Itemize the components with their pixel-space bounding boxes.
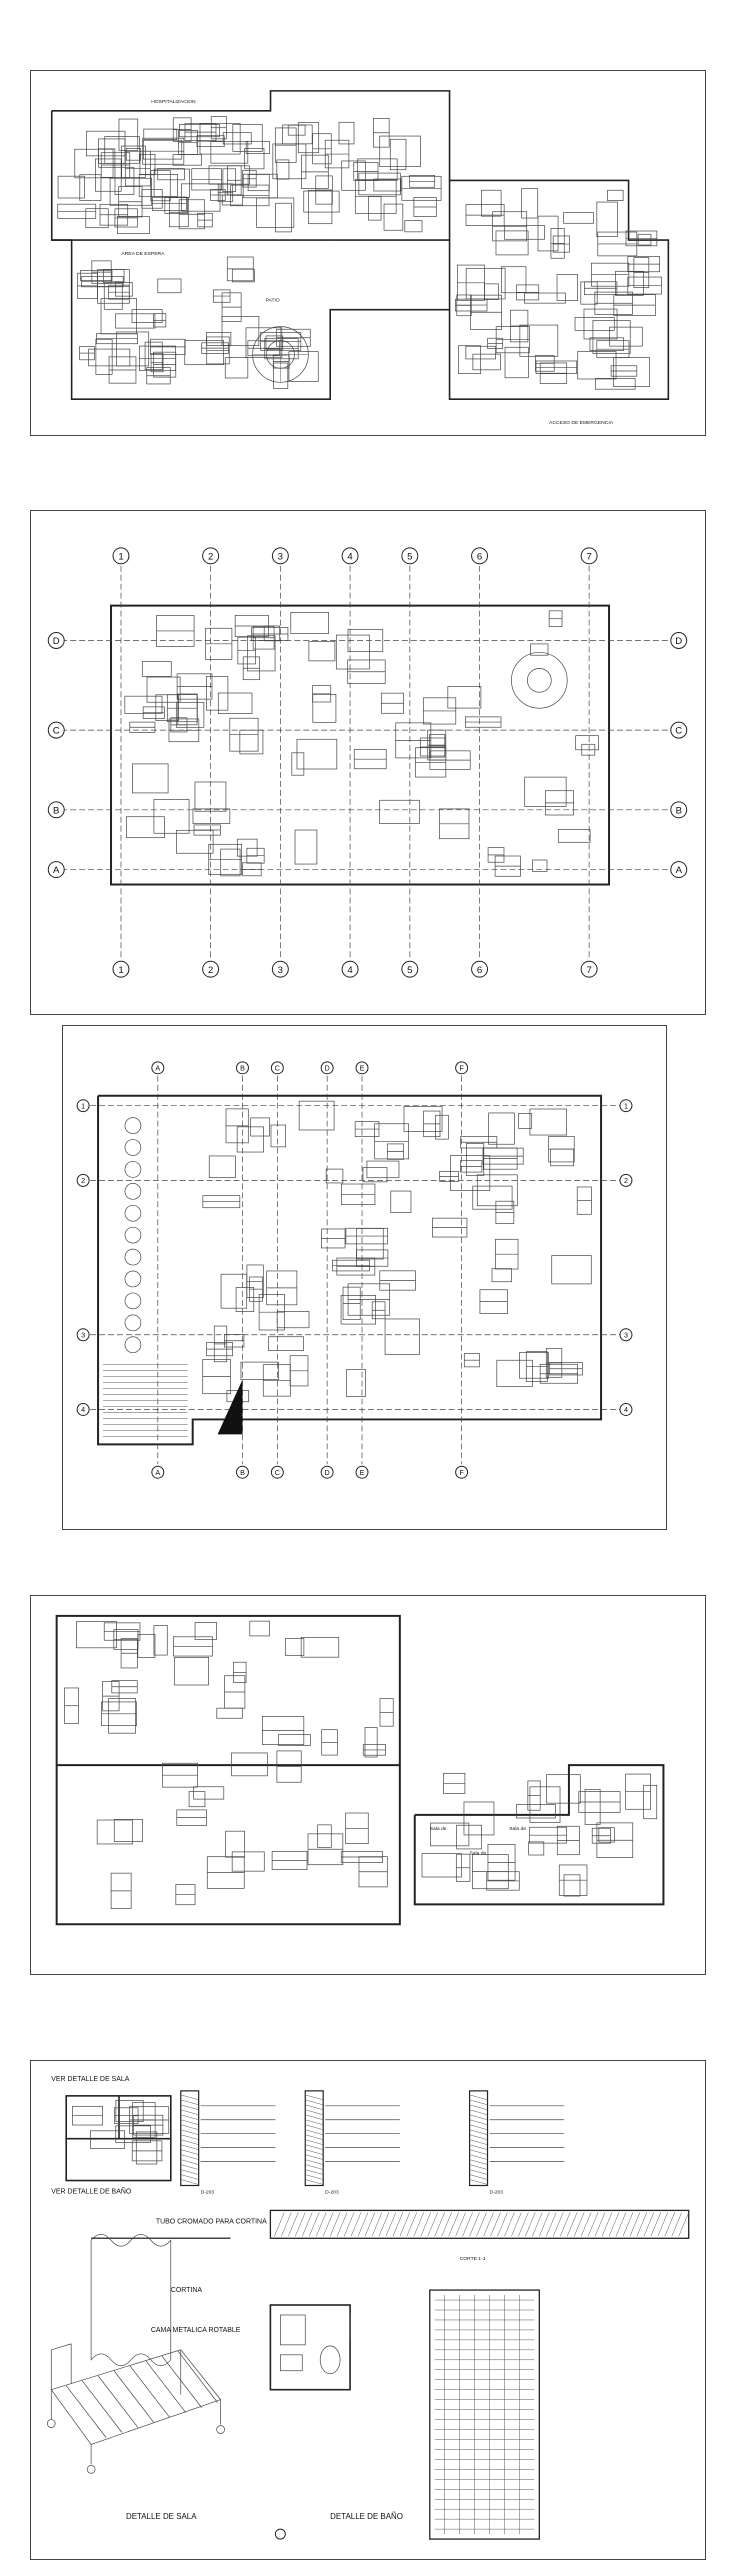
- plan-1-note-patio: PATIO: [266, 298, 280, 304]
- grid-row-bubble-left: 2: [81, 1177, 85, 1185]
- grid-row-bubble-left: 3: [81, 1331, 85, 1339]
- grid-row-bubble-right: A: [676, 865, 683, 876]
- grid-row-bubble-right: 4: [624, 1406, 628, 1414]
- caption-sala: DETALLE DE SALA: [126, 2512, 197, 2521]
- detail-label-bano: VER DETALLE DE BAÑO: [51, 2186, 132, 2195]
- bed-label-curtain: CORTINA: [171, 2287, 203, 2294]
- grid-col-bubble-bottom: 2: [208, 965, 213, 976]
- grid-col-bubble-top: F: [459, 1065, 464, 1073]
- grid-col-bubble-bottom: 6: [477, 965, 482, 976]
- section-detail-label: D-203: [490, 2189, 504, 2195]
- grid-col-bubble-bottom: 3: [278, 965, 283, 976]
- detail-corte-label: CORTE 1-1: [460, 2256, 486, 2262]
- grid-col-bubble-bottom: D: [325, 1469, 330, 1477]
- detail-label-sala: VER DETALLE DE SALA: [51, 2076, 129, 2083]
- grid-row-bubble-right: C: [675, 726, 682, 737]
- grid-col-bubble-top: 7: [586, 551, 591, 562]
- grid-col-bubble-bottom: 7: [586, 965, 591, 976]
- plan-1-drawing: ACCESO DE EMERGENCIA AREA DE ESPERA PATI…: [50, 90, 670, 426]
- grid-col-bubble-top: C: [275, 1065, 280, 1073]
- plan-4-label-c: Sala de: [469, 1851, 486, 1857]
- grid-col-bubble-top: 2: [208, 551, 213, 562]
- detail-sheet-5: VER DETALLE DE SALA VER DETALLE DE BAÑO …: [30, 2060, 706, 2560]
- section-detail-label: D-203: [325, 2189, 339, 2195]
- grid-col-bubble-top: B: [240, 1065, 245, 1073]
- grid-row-bubble-left: C: [53, 726, 60, 737]
- grid-col-bubble-bottom: F: [459, 1469, 464, 1477]
- grid-row-bubble-right: D: [675, 636, 682, 647]
- plan-3-drawing: A A B B C C D D E E F F 1 1 2 2 3 3 4 4: [76, 1061, 633, 1479]
- bed-label-tube: TUBO CROMADO PARA CORTINA: [156, 2218, 267, 2225]
- plan-sheet-1: ACCESO DE EMERGENCIA AREA DE ESPERA PATI…: [30, 70, 706, 436]
- grid-col-bubble-top: E: [360, 1065, 365, 1073]
- grid-col-bubble-bottom: B: [240, 1469, 245, 1477]
- caption-bano: DETALLE DE BAÑO: [330, 2512, 403, 2521]
- grid-col-bubble-bottom: C: [275, 1469, 280, 1477]
- grid-col-bubble-bottom: E: [360, 1469, 365, 1477]
- plan-sheet-3: A A B B C C D D E E F F 1 1 2 2 3 3 4 4: [62, 1025, 667, 1530]
- detail-5-drawing: VER DETALLE DE SALA VER DETALLE DE BAÑO …: [46, 2076, 690, 2540]
- grid-col-bubble-bottom: 5: [407, 965, 412, 976]
- grid-col-bubble-bottom: 4: [347, 965, 353, 976]
- grid-row-bubble-left: 4: [81, 1406, 85, 1414]
- grid-col-bubble-top: D: [325, 1065, 330, 1073]
- plan-1-note-hosp: HOSPITALIZACION: [151, 99, 196, 105]
- plan-sheet-4: Sala de Sala de Sala de: [30, 1595, 706, 1975]
- section-detail-label: D-203: [201, 2189, 215, 2195]
- grid-col-bubble-top: 4: [347, 551, 353, 562]
- grid-col-bubble-top: 6: [477, 551, 482, 562]
- grid-col-bubble-bottom: 1: [118, 965, 123, 976]
- plan-1-note-waiting: AREA DE ESPERA: [121, 251, 165, 257]
- grid-row-bubble-right: 3: [624, 1331, 628, 1339]
- plan-4-drawing: Sala de Sala de Sala de: [55, 1614, 665, 1926]
- grid-row-bubble-left: 1: [81, 1102, 85, 1110]
- grid-col-bubble-top: 5: [407, 551, 412, 562]
- grid-col-bubble-top: 1: [118, 551, 123, 562]
- grid-row-bubble-right: 2: [624, 1177, 628, 1185]
- grid-row-bubble-right: B: [676, 805, 682, 816]
- grid-row-bubble-right: 1: [624, 1102, 628, 1110]
- grid-col-bubble-top: A: [155, 1065, 160, 1073]
- grid-row-bubble-left: A: [53, 865, 60, 876]
- bed-label-bed: CAMA METALICA ROTABLE: [151, 2327, 241, 2334]
- grid-col-bubble-bottom: A: [155, 1469, 160, 1477]
- grid-row-bubble-left: B: [53, 805, 59, 816]
- grid-col-bubble-top: 3: [278, 551, 283, 562]
- plan-4-label-b: Sala de: [509, 1826, 526, 1832]
- grid-row-bubble-left: D: [53, 636, 60, 647]
- plan-4-label-a: Sala de: [430, 1826, 447, 1832]
- plan-1-note-emergency: ACCESO DE EMERGENCIA: [549, 420, 614, 426]
